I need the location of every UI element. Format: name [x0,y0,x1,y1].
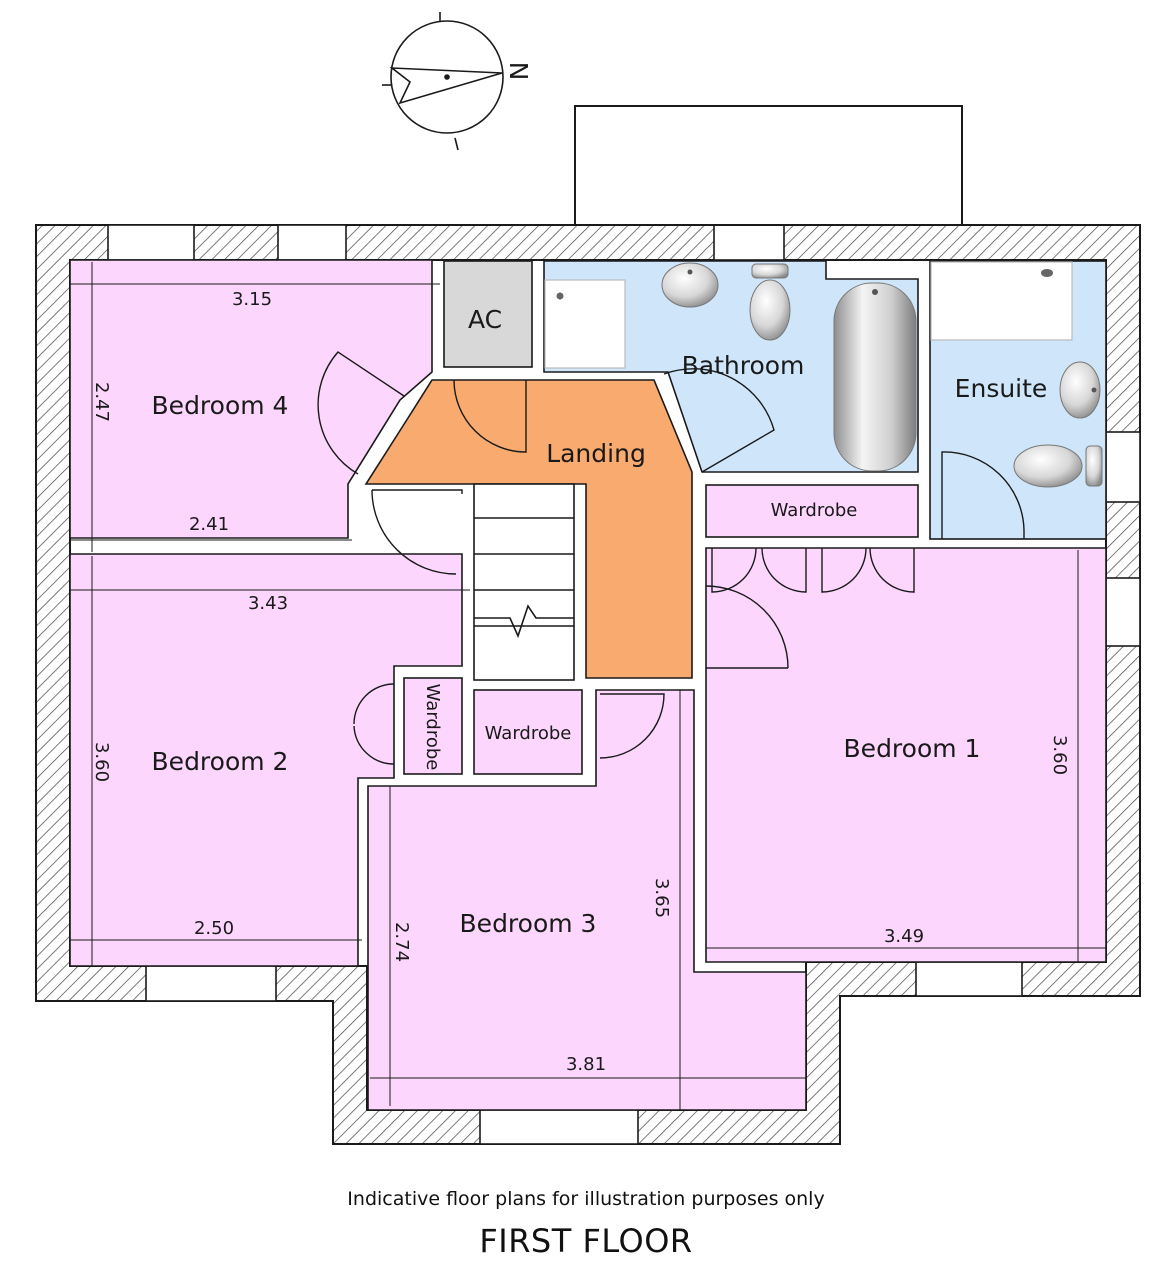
wardrobe-b2-floor [403,677,463,775]
room-label-wardrobe-b3: Wardrobe [485,723,572,744]
dim-b1-depth: 3.60 [1049,735,1070,775]
wardrobe-b1-door-right [821,547,915,593]
shower-trays [544,261,1073,369]
bathroom-floor [543,260,919,473]
bedroom-2-floor [69,553,463,967]
dim-b2-width: 3.43 [248,593,288,614]
dim-b4-width-lower: 2.41 [189,514,229,535]
sanitaryware [661,262,1103,488]
dimension-lines [70,262,1106,1110]
compass-north-label: N [504,62,533,81]
wardrobe-b3-floor [473,689,583,775]
bedroom-2-door [371,489,463,575]
bathroom-toilet-icon [749,279,791,341]
bedroom-4-floor [69,259,433,539]
rooms [69,259,1107,1111]
dim-b1-width: 3.49 [884,926,924,947]
room-label-bedroom-4: Bedroom 4 [152,391,289,420]
dim-b3-depth-left: 2.74 [391,922,412,962]
dim-b2-depth: 3.60 [91,742,112,782]
staircase [473,483,575,681]
landing-cupboard-door [453,379,527,453]
room-label-landing: Landing [546,439,646,468]
bedroom-1-door [705,585,789,669]
ensuite-door [941,451,1025,539]
room-label-ac: AC [468,305,502,334]
dim-b2-width-lower: 2.50 [194,918,234,939]
floor-plan: Bedroom 4 Bedroom 2 Bedroom 3 Bedroom 1 … [35,12,1141,1145]
floor-title: FIRST FLOOR [479,1222,693,1260]
dim-b4-width: 3.15 [232,289,272,310]
dim-b3-width: 3.81 [566,1054,606,1075]
ac-cupboard-floor [443,260,533,368]
bedroom-1-floor [705,547,1107,963]
north-arrow-icon [389,67,503,105]
bathroom-toilet-cistern-icon [751,263,789,279]
ensuite-basin-icon [1059,361,1101,419]
room-label-bathroom: Bathroom [682,351,805,380]
bedroom-3-door [599,693,665,759]
ensuite-toilet-cistern-icon [1085,445,1103,487]
disclaimer-text: Indicative floor plans for illustration … [347,1188,825,1210]
ensuite-toilet-icon [1013,444,1083,488]
wardrobe-b1-door-left [711,547,807,593]
windows [107,224,1141,1145]
room-label-bedroom-1: Bedroom 1 [844,734,981,763]
bedroom-4-door [317,351,405,475]
wardrobe-b1-floor [705,484,919,538]
dim-b3-depth-right: 3.65 [651,878,672,918]
room-label-bedroom-2: Bedroom 2 [152,747,289,776]
bath-tub-icon [833,282,917,472]
rear-projection [574,105,963,226]
wardrobe-b2-door [353,683,395,765]
bedroom-3-floor [367,689,807,1111]
bathroom-basin-icon [661,262,719,308]
bathroom-door [663,368,775,473]
room-label-wardrobe-b1: Wardrobe [771,500,858,521]
room-label-ensuite: Ensuite [955,374,1048,403]
room-label-wardrobe-b2: Wardrobe [422,684,443,771]
room-label-bedroom-3: Bedroom 3 [460,909,597,938]
compass-rose [382,12,504,151]
dim-b4-depth: 2.47 [91,382,112,422]
landing-floor [364,379,693,679]
doors [317,351,1025,765]
